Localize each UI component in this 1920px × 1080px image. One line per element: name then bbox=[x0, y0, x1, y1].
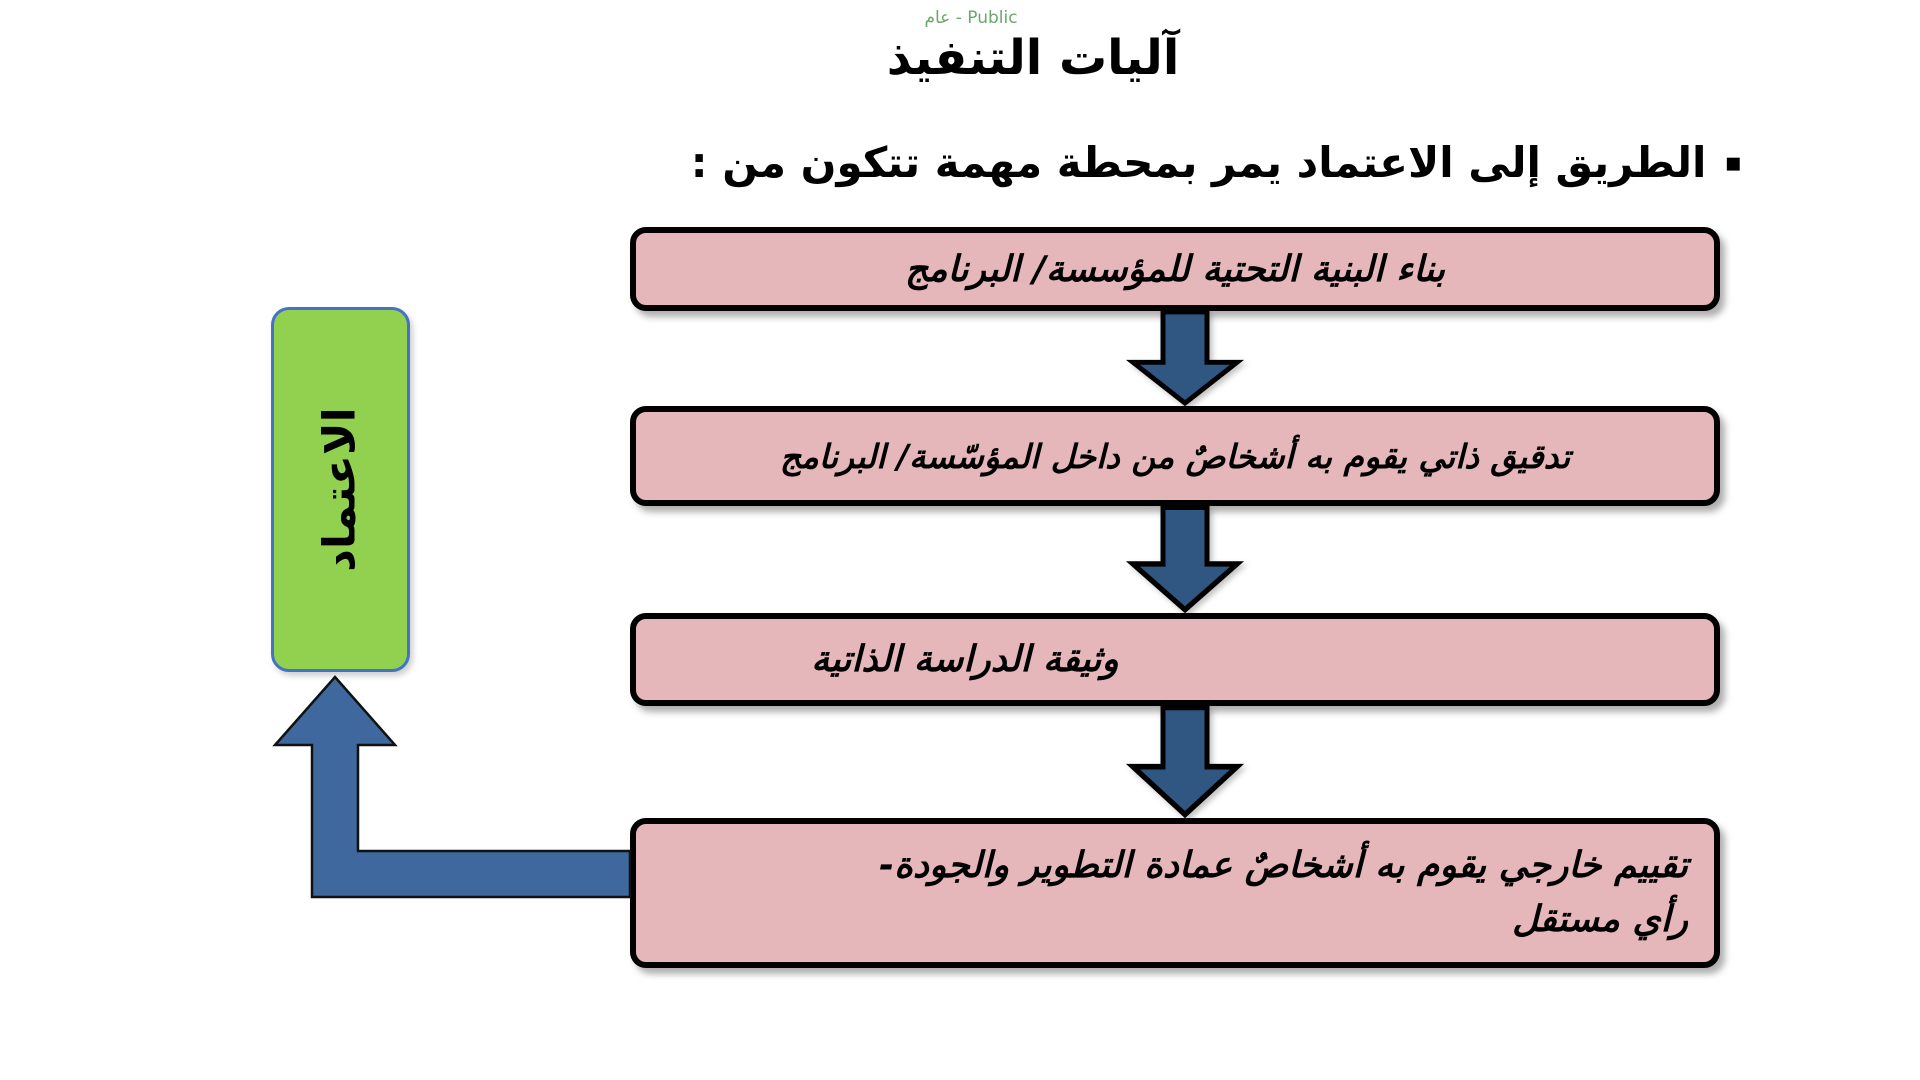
classification-label: عام - Public bbox=[924, 8, 1018, 28]
flow-step-infrastructure: بناء البنية التحتية للمؤسسة/ البرنامج bbox=[630, 227, 1720, 311]
page-title: آليات التنفيذ bbox=[886, 30, 1180, 86]
flow-step-self-audit-text: تدقيق ذاتي يقوم به أشخاصٌ من داخل المؤسّ… bbox=[779, 436, 1571, 476]
flow-step-external-evaluation: تقييم خارجي يقوم به أشخاصٌ عمادة التطوير… bbox=[630, 818, 1720, 968]
accreditation-result-box: الاعتماد bbox=[271, 307, 410, 672]
down-arrow-icon bbox=[1125, 309, 1245, 406]
bullet-marker-icon: ▪ bbox=[1724, 147, 1742, 178]
flow-step-self-study-document: وثيقة الدراسة الذاتية bbox=[630, 613, 1720, 706]
flow-step-self-study-document-text: وثيقة الدراسة الذاتية bbox=[811, 639, 1119, 680]
down-arrow-icon bbox=[1125, 704, 1245, 818]
accreditation-result-label: الاعتماد bbox=[315, 407, 366, 572]
flow-step-infrastructure-text: بناء البنية التحتية للمؤسسة/ البرنامج bbox=[904, 248, 1446, 290]
bullet-text: الطريق إلى الاعتماد يمر بمحطة مهمة تتكون… bbox=[690, 138, 1707, 187]
bullet-line: ▪ الطريق إلى الاعتماد يمر بمحطة مهمة تتك… bbox=[691, 138, 1742, 187]
flow-step-external-evaluation-line1: تقييم خارجي يقوم به أشخاصٌ عمادة التطوير… bbox=[879, 845, 1688, 886]
bent-up-arrow-icon bbox=[272, 675, 632, 899]
down-arrow-icon bbox=[1125, 504, 1245, 613]
flow-step-self-audit: تدقيق ذاتي يقوم به أشخاصٌ من داخل المؤسّ… bbox=[630, 406, 1720, 506]
flow-step-external-evaluation-line2: رأي مستقل bbox=[1512, 899, 1688, 940]
